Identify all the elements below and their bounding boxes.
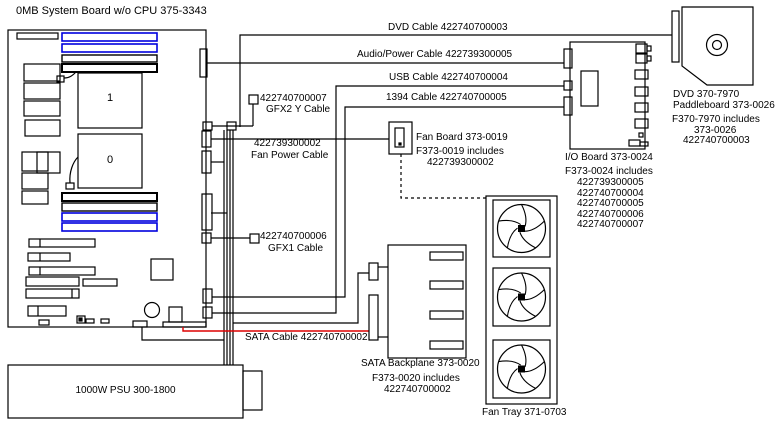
chip	[150, 258, 174, 281]
dvd-paddleboard-include-item: 422740700003	[683, 135, 750, 146]
fan-board-label: Fan Board 373-0019	[416, 132, 508, 143]
backplane-power-line	[233, 272, 369, 324]
paddleboard-outline	[681, 6, 754, 86]
dvd-paddleboard-part: Paddleboard 373-0026	[673, 100, 775, 111]
motherboard	[7, 29, 237, 328]
fan-board-include-item: 422739300002	[427, 157, 494, 168]
cpu0-box	[77, 133, 143, 189]
sata-backplane-include-item: 422740700002	[384, 384, 451, 395]
io-board-includes-title: F373-0024 includes	[565, 166, 653, 177]
fan-board	[388, 121, 413, 155]
front-power-connector	[132, 320, 148, 328]
1394-connector	[202, 288, 213, 304]
chip	[168, 306, 183, 323]
io-board-include-item: 422740700004	[577, 188, 644, 199]
power-header	[202, 121, 213, 131]
gfx2-cable-part: 422740700007	[260, 93, 327, 104]
drive-slots	[429, 251, 464, 350]
sata-cable-line	[182, 327, 369, 332]
usb-cable-line	[212, 85, 564, 314]
cpu1-number: 1	[106, 92, 114, 104]
jumper	[100, 318, 110, 324]
io-board-chip	[580, 70, 599, 107]
psu-harness-lines	[141, 130, 369, 365]
audio-port	[563, 48, 573, 69]
sata-backplane-label: SATA Backplane 373-0020	[361, 358, 480, 369]
gfx1-cable-name: GFX1 Cable	[268, 243, 324, 254]
sata-header-bar	[162, 321, 207, 328]
rear-port	[21, 190, 49, 205]
audio-power-cable-label: Audio/Power Cable 422739300005	[357, 49, 513, 60]
usb-cable-label: USB Cable 422740700004	[389, 72, 508, 83]
psu-tab	[242, 370, 263, 411]
motherboard-outline	[7, 29, 207, 328]
1394-cable-label: 1394 Cable 422740700005	[386, 92, 507, 103]
usb-connector	[202, 306, 213, 319]
io-board-label: I/O Board 373-0024	[565, 152, 653, 163]
memory-bank-bottom	[61, 192, 158, 232]
fan-tray-label: Fan Tray 371-0703	[482, 407, 567, 418]
dvd-cable-label: DVD Cable 422740700003	[388, 22, 508, 33]
jumper-block	[76, 315, 86, 324]
cpu1-box	[77, 72, 143, 129]
spindle-outer	[705, 33, 729, 57]
rear-port	[23, 82, 61, 100]
dvd-paddleboard-name: DVD 370-7970	[673, 89, 740, 100]
jumper	[85, 318, 95, 324]
psu	[7, 364, 263, 419]
jumper	[38, 319, 50, 326]
fan-tray	[485, 195, 558, 405]
gfx2-cable-name: GFX2 Y Cable	[266, 104, 331, 115]
diagram-title: 0MB System Board w/o CPU 375-3343	[16, 5, 207, 17]
fan-power-cable-name: Fan Power Cable	[251, 150, 329, 161]
fan-cell	[492, 339, 551, 399]
sata-backplane	[368, 244, 467, 359]
io-right-connectors	[628, 43, 652, 147]
right-edge-connectors	[199, 48, 237, 319]
battery	[143, 301, 161, 319]
cpu0-pigtail-wire	[65, 156, 79, 190]
sata-backplane-includes-title: F373-0020 includes	[372, 373, 460, 384]
rear-port	[24, 119, 61, 137]
rear-port	[21, 151, 49, 172]
io-board-include-item: 422740700007	[577, 219, 644, 230]
spindle-inner	[711, 39, 723, 51]
fan-power-cable-part: 422739300002	[254, 138, 321, 149]
io-board-include-item: 422739300005	[577, 177, 644, 188]
rear-port	[23, 63, 61, 82]
fan-cell	[492, 199, 551, 258]
sata-cable-label: SATA Cable 422740700002	[245, 332, 368, 343]
dvd-connector-bar	[671, 10, 680, 63]
fan-tray-outline	[485, 195, 558, 405]
rear-port-stack	[21, 63, 61, 205]
usb-port	[563, 80, 573, 91]
rear-port	[21, 172, 49, 190]
backplane-sata-connector	[368, 294, 379, 341]
backplane-power-connector	[368, 262, 379, 281]
dvd-cable-line	[239, 34, 672, 127]
memory-bank-top	[61, 32, 158, 73]
backplane-outline	[387, 244, 467, 359]
1394-port	[563, 96, 573, 116]
dvd-paddleboard-include-item: 373-0026	[694, 125, 737, 136]
gfx2-cable-plug	[248, 94, 259, 105]
io-board-include-item: 422740700005	[577, 198, 644, 209]
io-board-include-item: 422740700006	[577, 209, 644, 220]
expansion-slots	[25, 238, 118, 317]
gfx1-cable-plug	[249, 233, 260, 244]
dvd-paddleboard-includes-title: F370-7970 includes	[672, 114, 760, 125]
fan-tray-dashed-line	[400, 154, 486, 199]
fan-board-includes-title: F373-0019 includes	[416, 146, 504, 157]
dvd-paddleboard	[671, 6, 754, 86]
io-board	[563, 41, 652, 150]
gfx1-cable-part: 422740700006	[260, 231, 327, 242]
connector	[201, 193, 213, 231]
fan-cell	[492, 267, 551, 327]
cpu0-number: 0	[106, 154, 114, 166]
top-edge-slot	[16, 32, 59, 40]
1394-cable-line	[212, 106, 564, 298]
psu-label: 1000W PSU 300-1800	[75, 385, 176, 396]
rear-port	[23, 100, 61, 117]
